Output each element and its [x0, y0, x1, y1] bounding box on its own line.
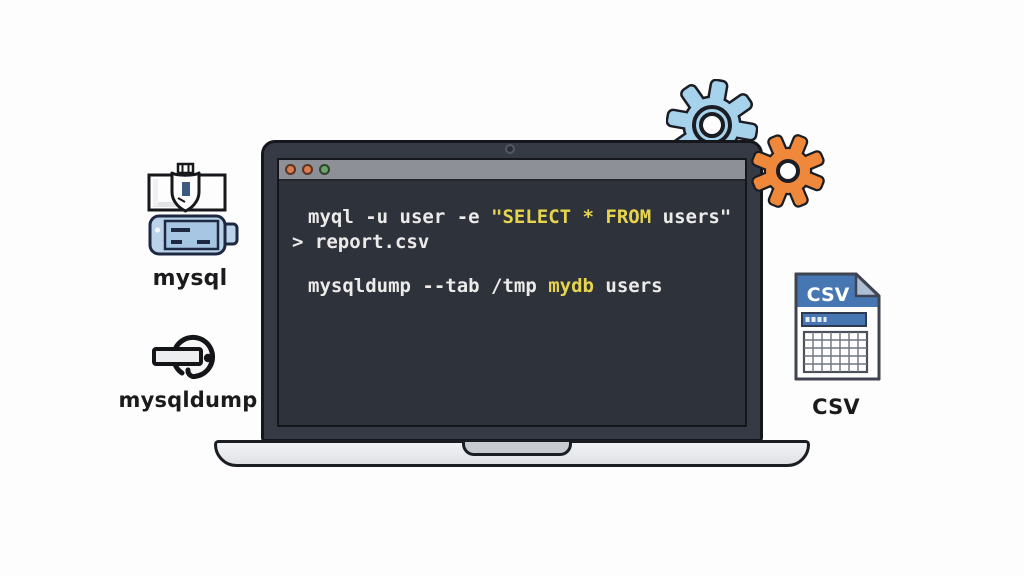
gear-blue-icon: [666, 79, 758, 171]
window-dot: [302, 164, 313, 175]
device-shape: [148, 214, 239, 256]
laptop-base-notch: [462, 442, 572, 456]
terminal-line: mysqldump --tab /tmp mydb users: [308, 275, 663, 297]
mysql-icon: [147, 162, 239, 256]
window-dot: [285, 164, 296, 175]
csv-file-icon: CSV: [794, 272, 881, 381]
laptop-base: [214, 440, 810, 467]
csv-data-bar: [801, 312, 867, 327]
webcam-icon: [505, 144, 515, 154]
window-dot: [319, 164, 330, 175]
csv-label: CSV: [812, 395, 860, 419]
terminal-titlebar: [279, 160, 745, 181]
mysqldump-icon: [152, 334, 216, 380]
gear-orange-icon: [751, 134, 825, 208]
csv-grid: [802, 330, 869, 374]
csv-header-text: CSV: [807, 284, 850, 306]
terminal-lines: myql -u user -e "SELECT * FROM users" > r…: [292, 205, 741, 299]
terminal-line: > report.csv: [292, 231, 430, 253]
terminal-body: myql -u user -e "SELECT * FROM users" > r…: [279, 181, 745, 425]
terminal-window: myql -u user -e "SELECT * FROM users" > r…: [277, 158, 747, 427]
terminal-line: myql -u user -e "SELECT * FROM users": [308, 206, 732, 228]
mysqldump-label: mysqldump: [118, 388, 258, 412]
shield-emblem: [170, 162, 201, 213]
mysql-label: mysql: [152, 266, 228, 291]
